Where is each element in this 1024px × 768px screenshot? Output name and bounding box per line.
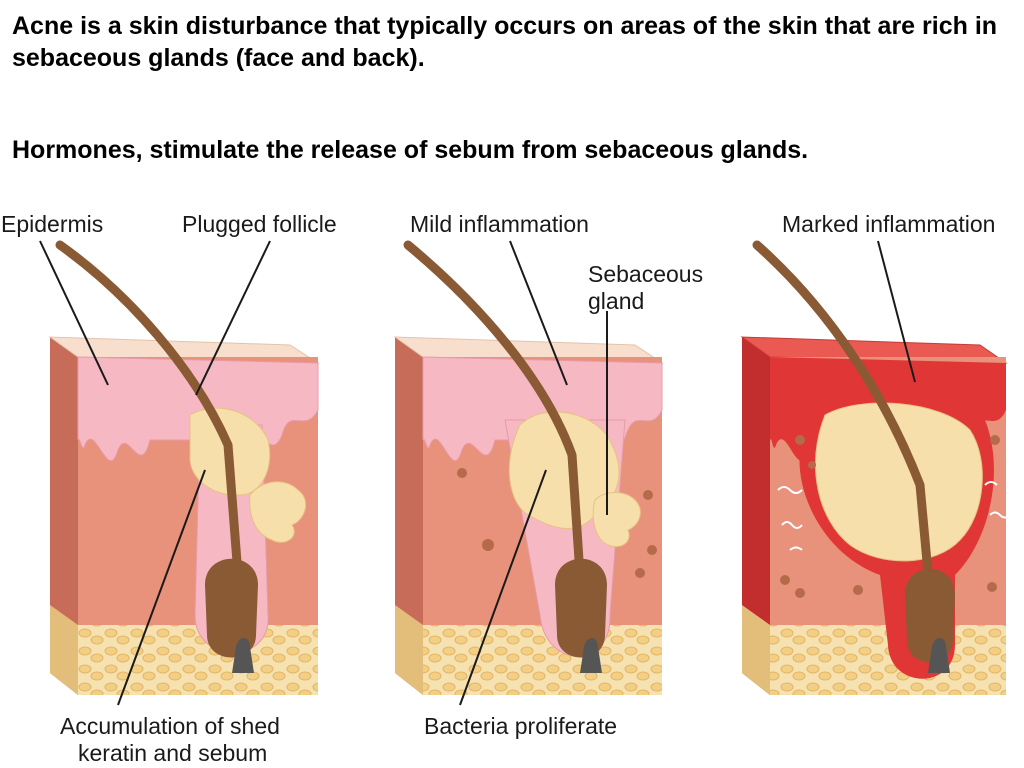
bacteria — [990, 435, 1000, 445]
label-sebaceous-gland-line2: gland — [588, 288, 644, 314]
panel-marked-inflammation — [742, 245, 1010, 695]
label-marked-inflammation: Marked inflammation — [782, 211, 995, 237]
label-accumulation-line2: keratin and sebum — [78, 740, 267, 766]
bacteria — [647, 545, 657, 555]
label-accumulation-line1: Accumulation of shed — [60, 713, 280, 739]
bacteria — [987, 582, 997, 592]
hormones-paragraph: Hormones, stimulate the release of sebum… — [12, 134, 1012, 166]
bacteria — [457, 468, 467, 478]
hair-bulb — [205, 559, 258, 658]
bacteria — [795, 435, 805, 445]
intro-paragraph: Acne is a skin disturbance that typicall… — [12, 10, 1002, 74]
panel-plugged-follicle — [50, 245, 318, 695]
label-epidermis: Epidermis — [1, 211, 103, 237]
bacteria — [482, 539, 494, 551]
bacteria — [643, 490, 653, 500]
label-mild-inflammation: Mild inflammation — [410, 211, 589, 237]
bacteria — [808, 461, 816, 469]
acne-progression-diagram: Epidermis Plugged follicle Mild inflamma… — [0, 195, 1024, 768]
fat-layer — [78, 625, 318, 695]
bacteria — [853, 585, 863, 595]
bacteria — [780, 575, 790, 585]
bacteria — [795, 588, 805, 598]
label-plugged-follicle: Plugged follicle — [182, 211, 337, 237]
label-bacteria-proliferate: Bacteria proliferate — [424, 713, 617, 739]
label-sebaceous-gland-line1: Sebaceous — [588, 261, 703, 287]
fat-layer — [423, 625, 662, 695]
bacteria — [635, 568, 645, 578]
